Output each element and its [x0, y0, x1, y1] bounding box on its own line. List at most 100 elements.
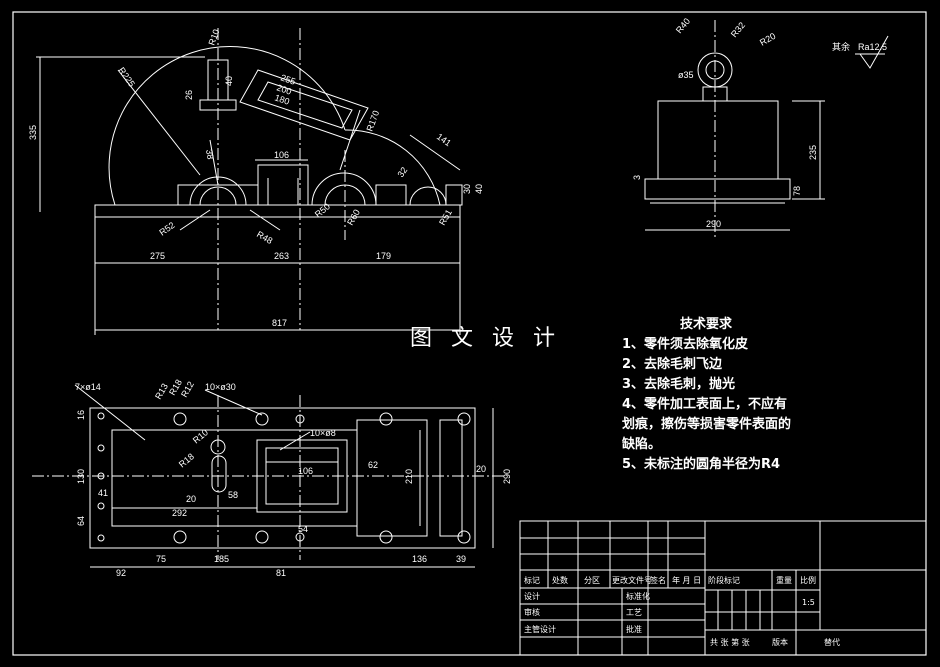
window-inner [265, 447, 339, 505]
top-view [32, 384, 505, 568]
right-bore [311, 172, 377, 206]
window-outer [256, 439, 348, 513]
requirement-line: 4、零件加工表面上，不应有 [622, 396, 787, 412]
dim-290: 290 [502, 469, 512, 484]
end-block [439, 419, 463, 537]
dim-179: 179 [376, 251, 391, 261]
slot [211, 455, 227, 493]
drawing-border [12, 11, 927, 656]
dim-136: 136 [412, 554, 427, 564]
tb-sheets: 共 张 第 张 [710, 637, 750, 647]
left-bore [189, 176, 247, 206]
hole [97, 502, 105, 510]
dim-r20: R20 [758, 31, 777, 48]
leader-7-holes [74, 384, 146, 441]
dim-200: 200 [275, 82, 292, 96]
dim-30: 30 [462, 184, 472, 194]
hole [295, 532, 305, 542]
leader-38 [209, 139, 219, 186]
plate-outline [89, 407, 476, 549]
dim-235: 235 [808, 145, 818, 160]
hole [97, 472, 105, 480]
dim-255: 255 [279, 72, 296, 86]
tb-zone: 分区 [584, 576, 600, 585]
hole [255, 530, 269, 544]
right-arc [344, 129, 441, 206]
leader-10-holes [204, 389, 263, 416]
tb-check: 审核 [524, 607, 540, 617]
hole [97, 412, 105, 420]
tb-weight: 重量 [776, 575, 792, 585]
dim-40b: 40 [474, 184, 484, 194]
dim-line-141 [409, 134, 461, 171]
dim-81: 81 [276, 568, 286, 578]
dim-16: 16 [76, 410, 86, 420]
hole [457, 530, 471, 544]
tb-stage: 阶段标记 [708, 575, 740, 585]
dim-335: 335 [28, 125, 38, 140]
tb-approve: 批准 [626, 624, 642, 634]
tb-process: 工艺 [626, 608, 642, 617]
requirement-line: 2、去除毛刺飞边 [622, 356, 723, 372]
dim-20: 20 [476, 464, 486, 474]
dim-141: 141 [435, 131, 453, 148]
dim-290: 290 [706, 219, 721, 229]
dim-32: 32 [395, 165, 409, 179]
body [657, 100, 779, 180]
dim-130: 130 [76, 469, 86, 484]
tb-chief: 主管设计 [524, 624, 556, 634]
dim-r170: R170 [364, 109, 381, 133]
dim-r18b: R18 [177, 451, 196, 469]
dim-39: 39 [456, 554, 466, 564]
dim-817: 817 [272, 318, 287, 328]
dim-92: 92 [116, 568, 126, 578]
tb-sign: 签名 [650, 575, 666, 585]
title-block-labels: 标记 处数 分区 更改文件号 签名 年 月 日 设计 标准化 阶段标记 重量 比… [524, 575, 840, 647]
technical-requirements: 技术要求 1、零件须去除氧化皮 2、去除毛刺飞边 3、去除毛刺，抛光 4、零件加… [621, 316, 791, 472]
dim-r32: R32 [729, 20, 747, 39]
right-bore-inner [324, 184, 366, 206]
dim-263: 263 [274, 251, 289, 261]
hole [210, 439, 226, 455]
front-view [36, 28, 463, 335]
leader-r225 [117, 69, 201, 176]
title-block [519, 520, 927, 656]
tb-version: 版本 [772, 637, 788, 647]
slanted-arm-slot [257, 81, 353, 129]
dim-r48: R48 [255, 229, 274, 246]
base [644, 178, 791, 200]
dim-106: 106 [274, 150, 289, 160]
dim-58: 58 [228, 490, 238, 500]
small-bore [409, 186, 447, 206]
dim-7-holes: 7×ø14 [75, 382, 101, 392]
roughness-mark [859, 35, 889, 69]
hole [97, 534, 105, 542]
dim-40: 40 [224, 76, 234, 86]
dim-78: 78 [792, 186, 802, 196]
dim-38: 38 [204, 149, 216, 161]
dim-75: 75 [156, 554, 166, 564]
leader-r170 [339, 109, 361, 171]
tb-scale-value: 1:5 [802, 598, 815, 607]
dim-r10: R10 [206, 28, 221, 47]
hole [295, 414, 305, 424]
dim-dia35: ø35 [678, 70, 694, 80]
right-boss [375, 184, 407, 206]
end-boss [445, 184, 463, 206]
base-plate [94, 204, 461, 218]
top-post-base [199, 99, 237, 111]
dim-292: 292 [172, 508, 187, 518]
requirement-line: 1、零件须去除氧化皮 [622, 336, 748, 352]
dim-275: 275 [150, 251, 165, 261]
roughness-symbol: 其余 Ra12.5 [832, 35, 889, 69]
roughness-value: Ra12.5 [858, 42, 887, 52]
watermark-text: 图 文 设 计 [410, 326, 561, 351]
tb-std: 标准化 [626, 591, 650, 601]
requirement-line: 3、去除毛刺，抛光 [622, 376, 735, 392]
requirements-title: 技术要求 [680, 316, 733, 332]
hole [97, 444, 105, 452]
hole [379, 412, 393, 426]
dim-106: 106 [298, 466, 313, 476]
requirement-line: 缺陷。 [621, 436, 661, 452]
